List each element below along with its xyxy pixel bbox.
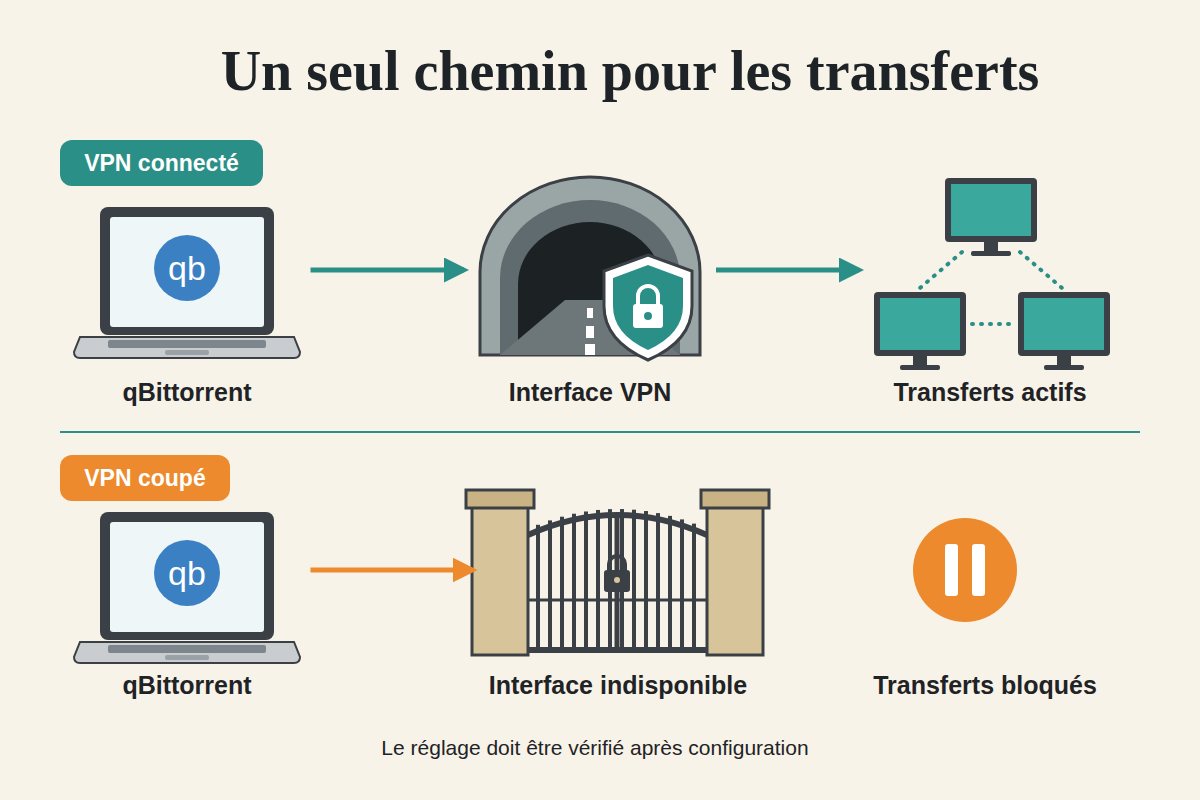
pause-icon <box>913 518 1017 622</box>
laptop-icon <box>74 207 300 358</box>
laptop-icon <box>74 512 300 663</box>
divider-line <box>60 431 1140 433</box>
node-label: Interface indisponible <box>489 670 747 700</box>
badge-text: VPN connecté <box>84 150 239 177</box>
status-badge: VPN coupé <box>60 455 230 501</box>
gate-icon <box>466 490 769 655</box>
node-label: qBittorrent <box>122 377 251 407</box>
node-label: Transferts bloqués <box>873 670 1097 700</box>
network-icon <box>874 178 1110 370</box>
logo-text: qb <box>168 250 206 286</box>
flow-arrow <box>311 568 473 573</box>
pause-node: Transferts bloqués <box>863 505 1107 700</box>
caption: Le réglage doit être vérifié après confi… <box>0 735 1190 761</box>
shield-icon <box>604 255 692 360</box>
flow-arrow <box>716 268 859 273</box>
badge-text: VPN coupé <box>84 465 205 492</box>
gate-node: Interface indisponible <box>479 480 758 700</box>
tunnel-node: Interface VPN <box>470 195 710 407</box>
page-title: Un seul chemin pour les transferts <box>60 38 1200 104</box>
flow-arrow <box>311 268 465 273</box>
status-badge: VPN connecté <box>60 140 263 186</box>
logo-text: qb <box>168 555 206 591</box>
node-label: Transferts actifs <box>893 377 1086 407</box>
node-label: qBittorrent <box>122 670 251 700</box>
node-label: Interface VPN <box>509 377 672 407</box>
network-node: Transferts actifs <box>865 170 1115 407</box>
app-node: qb qBittorrent <box>70 500 305 700</box>
app-node: qb qBittorrent <box>70 195 305 407</box>
